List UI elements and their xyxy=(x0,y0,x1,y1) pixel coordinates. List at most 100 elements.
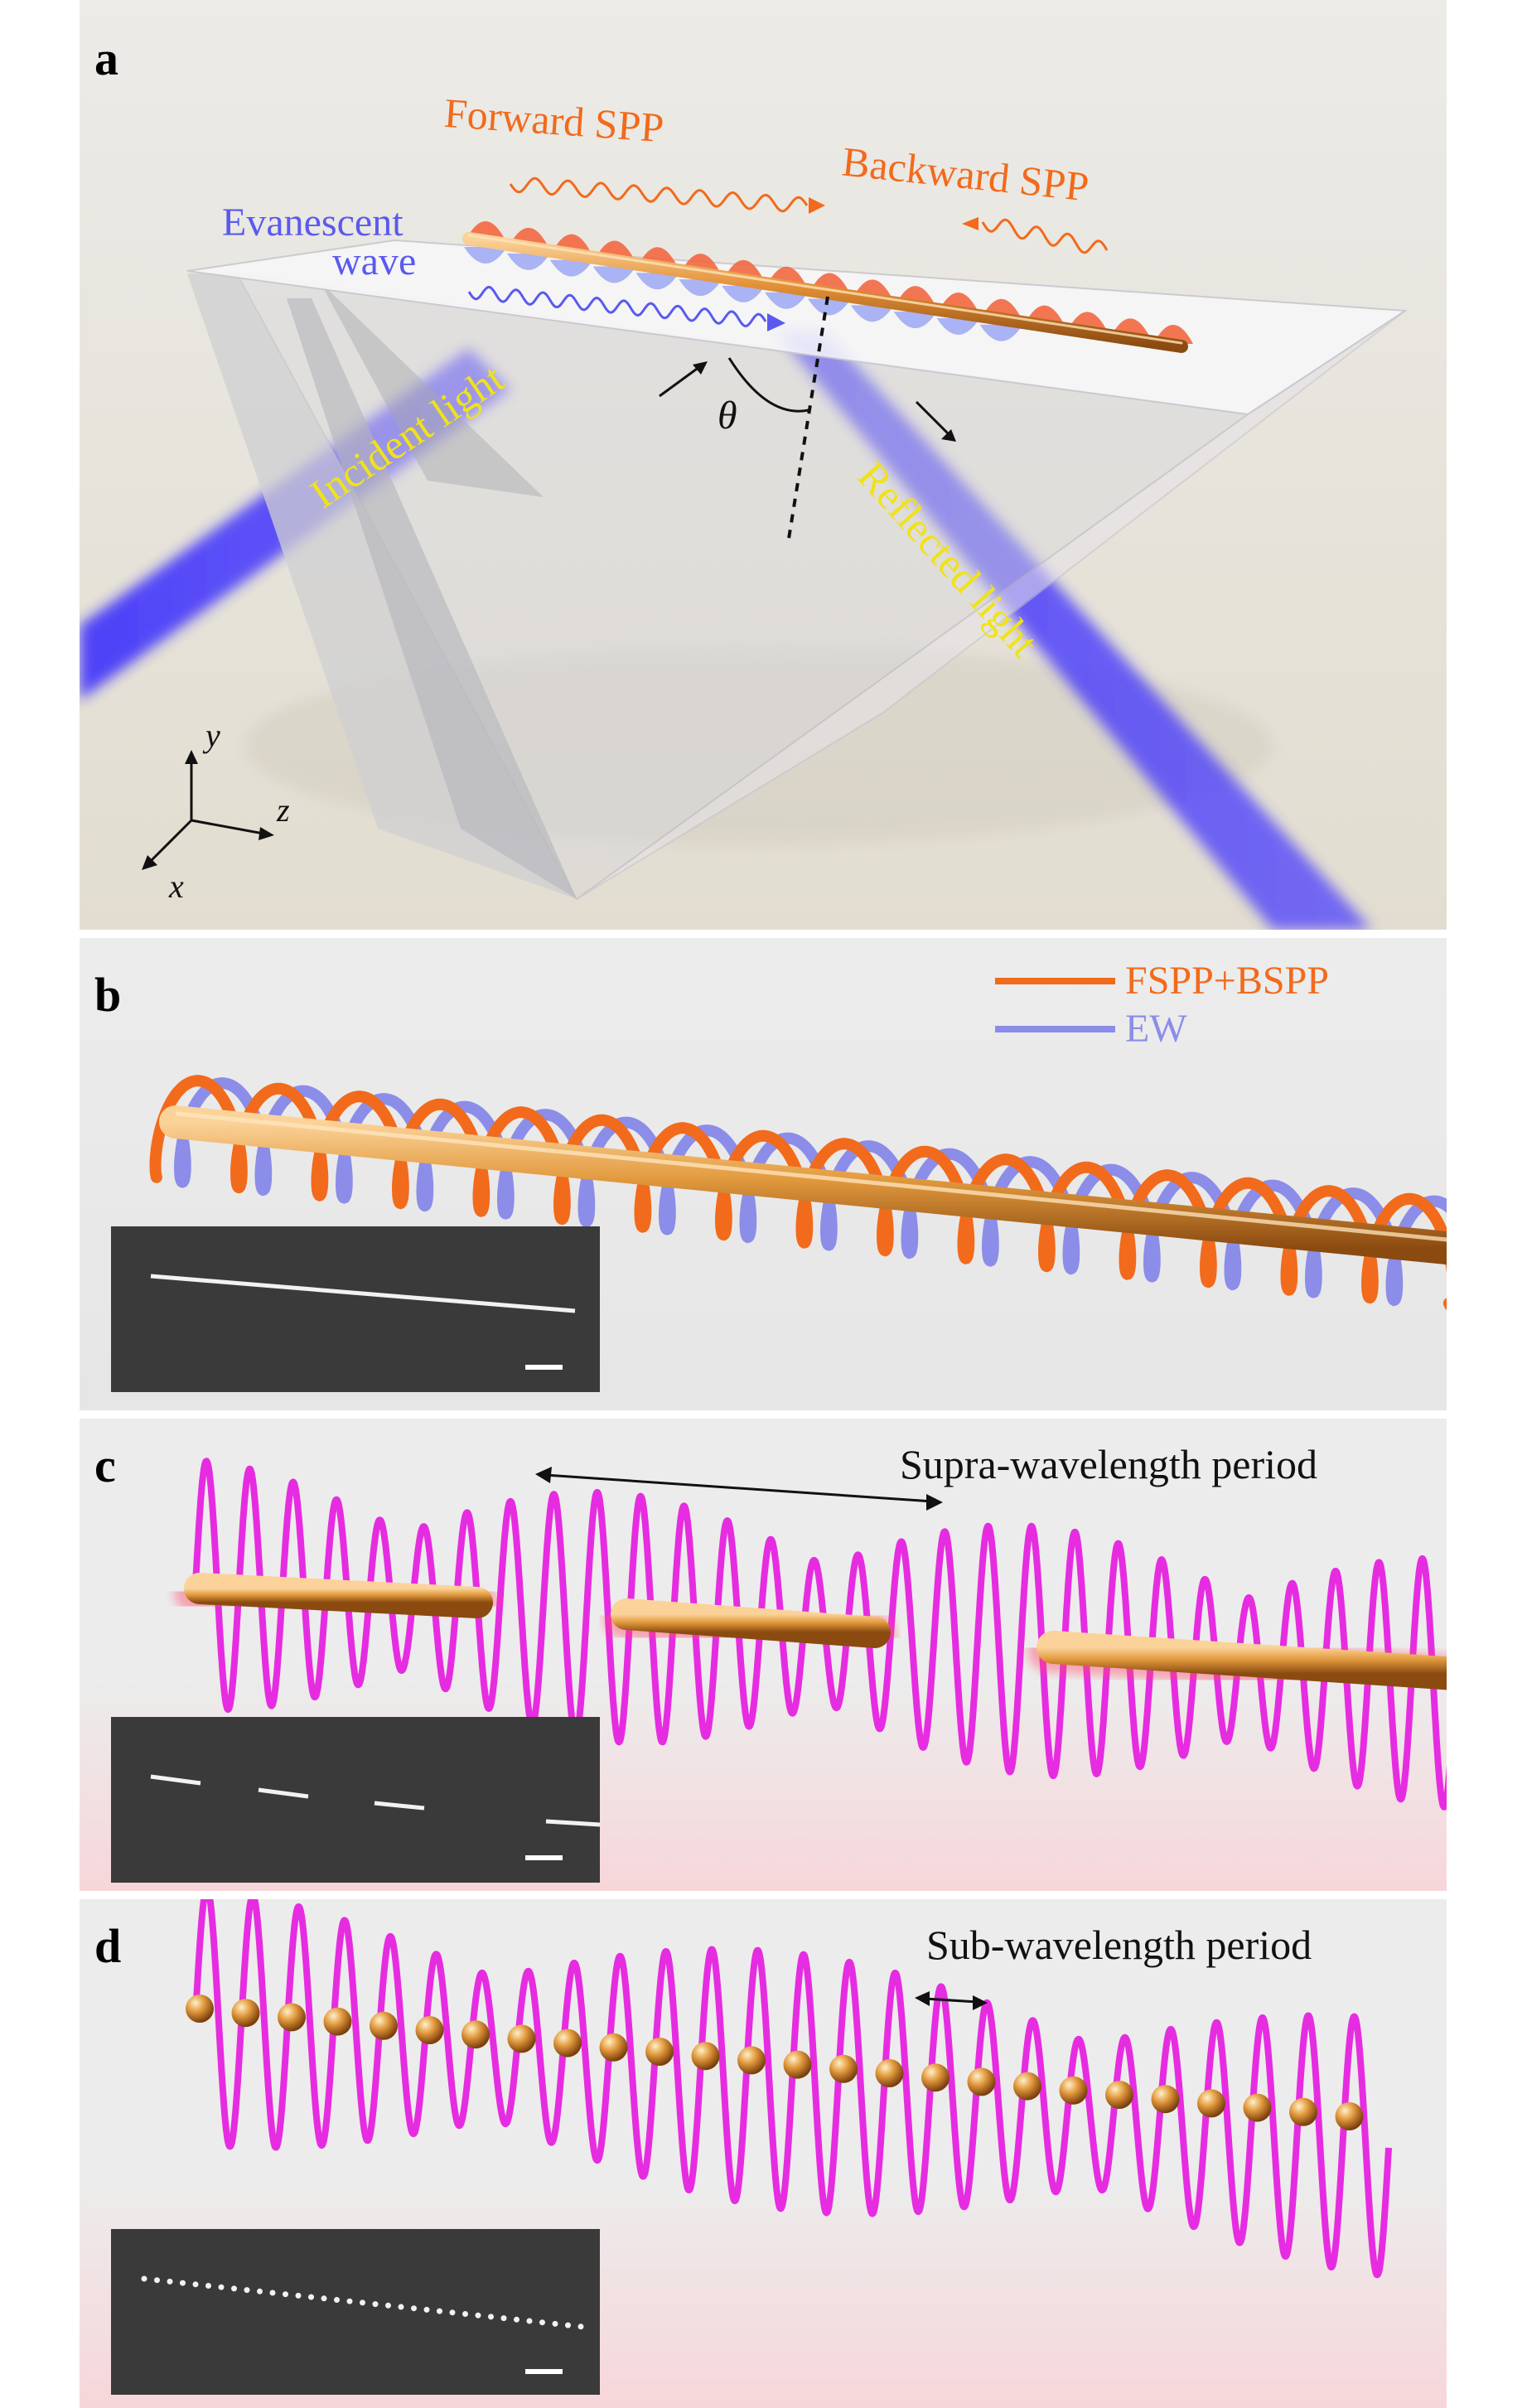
nanoparticle xyxy=(1013,2072,1041,2101)
nanorod-c-2 xyxy=(611,1598,891,1648)
sem-rod-c-1 xyxy=(150,1774,201,1786)
nanoparticle xyxy=(1105,2081,1133,2109)
sem-particle xyxy=(180,2280,186,2286)
sem-particle xyxy=(269,2290,276,2296)
sem-particle xyxy=(449,2309,456,2316)
sem-inset-d xyxy=(111,2229,600,2395)
nanoparticle xyxy=(1197,2089,1225,2118)
panel-a: a Forward SPP Backward SPP Evanescent wa… xyxy=(80,0,1447,930)
evanescent-lobe xyxy=(506,253,550,270)
evanescent-arrowhead xyxy=(767,313,785,331)
sem-particle xyxy=(462,2311,468,2317)
nanoparticle xyxy=(1289,2097,1317,2126)
sem-particle xyxy=(218,2284,225,2290)
axis-z-label: z xyxy=(277,791,290,829)
legend-label-ew: EW xyxy=(1125,1007,1187,1051)
nanoparticle xyxy=(186,1995,214,2023)
evanescent-lobe xyxy=(722,285,766,302)
sem-particle xyxy=(141,2275,147,2282)
sem-particle xyxy=(552,2320,558,2327)
nanoparticle xyxy=(645,2038,674,2066)
nanoparticle xyxy=(783,2050,812,2079)
panel-d-label: d xyxy=(94,1919,122,1973)
panel-a-illustration xyxy=(80,176,1409,930)
prism-top-face xyxy=(186,239,1409,416)
evanescent-lobe xyxy=(893,312,937,329)
axis-y-label: y xyxy=(205,717,220,754)
forward-spp-wave-arrow xyxy=(509,176,809,213)
nanoparticle xyxy=(553,2028,582,2057)
sem-particle xyxy=(321,2295,327,2302)
axis-z-arrowhead xyxy=(259,827,274,840)
period-arrow-c-left-head xyxy=(535,1467,552,1483)
evanescent-lobe xyxy=(549,259,593,277)
sem-particle xyxy=(244,2287,250,2294)
nanowire xyxy=(462,232,1188,353)
nanowire-b xyxy=(159,1105,1447,1265)
sem-particle xyxy=(423,2306,430,2313)
backward-spp-wave-arrow xyxy=(981,218,1109,254)
nanorod-c-1 xyxy=(184,1573,493,1618)
incident-arrow xyxy=(659,363,703,398)
period-annotation-d: Sub-wavelength period xyxy=(926,1922,1312,1968)
axis-y-arrowhead xyxy=(185,750,198,764)
nanorod-c-3 xyxy=(1037,1631,1447,1690)
evanescent-lobe xyxy=(464,247,507,264)
sem-inset-b xyxy=(111,1226,600,1392)
incident-arrow-head xyxy=(693,361,708,375)
sem-particle xyxy=(231,2285,237,2292)
nanoparticle xyxy=(599,2033,628,2062)
nanoparticle xyxy=(461,2020,490,2049)
panel-c: c Supra-wavelength period xyxy=(80,1419,1447,1891)
nanoparticle xyxy=(967,2067,996,2096)
sem-nanowire-b xyxy=(150,1274,576,1313)
nanoparticle xyxy=(415,2016,444,2044)
nanoparticle xyxy=(323,2007,352,2036)
sem-particle xyxy=(167,2278,173,2285)
axis-x-line xyxy=(148,819,193,863)
sem-particle xyxy=(372,2301,379,2308)
nanowire-b-highlight xyxy=(175,1111,1447,1242)
sem-particle xyxy=(577,2323,584,2330)
sem-particle xyxy=(308,2294,314,2300)
sem-particle xyxy=(205,2283,211,2289)
nanoparticle xyxy=(507,2024,536,2053)
period-arrow-d-left-head xyxy=(915,1991,930,2006)
forward-spp-arrowhead xyxy=(809,197,825,214)
evanescent-label-line1: Evanescent xyxy=(222,201,403,244)
nanowire-highlight xyxy=(467,234,1183,345)
period-arrow-c-right-head xyxy=(926,1494,943,1511)
sem-particle xyxy=(437,2308,442,2314)
period-annotation-c: Supra-wavelength period xyxy=(900,1441,1318,1487)
nanoparticle xyxy=(1335,2102,1364,2130)
sem-particle xyxy=(334,2297,340,2303)
evanescent-wave-arrow xyxy=(467,285,767,328)
evanescent-lobe xyxy=(635,273,679,290)
panel-b: b FSPP+BSPP EW xyxy=(80,938,1447,1410)
evanescent-lobe xyxy=(679,279,722,297)
sem-particle xyxy=(488,2314,494,2320)
period-arrow-c xyxy=(544,1473,934,1503)
sem-particle xyxy=(539,2319,545,2326)
evanescent-lobe xyxy=(765,292,809,309)
sem-inset-c xyxy=(111,1717,600,1883)
sem-particle xyxy=(411,2305,417,2312)
evanescent-lobe xyxy=(850,305,894,322)
nanoparticle xyxy=(1059,2076,1088,2105)
sem-particle xyxy=(385,2302,391,2309)
sem-particle xyxy=(398,2304,404,2310)
evanescent-lobes xyxy=(464,247,1023,341)
sem-particle xyxy=(295,2292,302,2299)
panel-b-illustration xyxy=(149,978,1447,1311)
prism-inner-edge xyxy=(320,282,544,497)
backward-spp-arrowhead xyxy=(962,217,979,230)
field-wave-d xyxy=(192,1899,1392,2279)
evanescent-label-line2: wave xyxy=(332,239,417,283)
sem-particle xyxy=(154,2277,160,2284)
sem-rod-c-4 xyxy=(545,1819,600,1827)
nanoparticle xyxy=(278,2003,306,2032)
nanoparticle xyxy=(829,2054,858,2083)
evanescent-lobe xyxy=(592,266,636,283)
panel-a-label: a xyxy=(94,31,118,85)
reflected-arrow xyxy=(915,400,951,437)
